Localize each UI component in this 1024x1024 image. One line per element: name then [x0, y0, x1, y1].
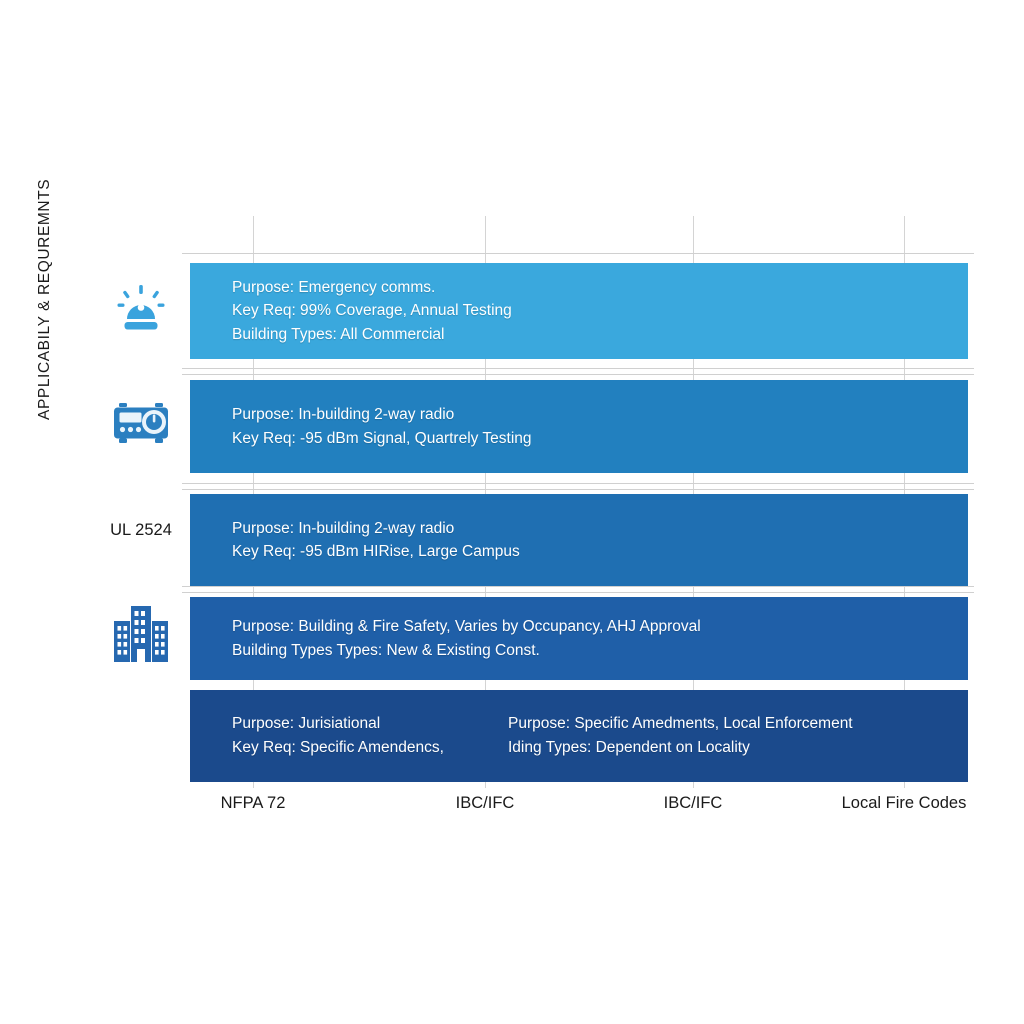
horizontal-gridline	[182, 368, 974, 369]
bar-text-line: Purpose: Specific Amedments, Local Enfor…	[508, 715, 853, 732]
ul-2524-label: UL 2524	[110, 521, 172, 539]
bar-text-line: Key Req: Specific Amendencs,	[232, 738, 444, 756]
bar-text-line: Key Req: 99% Coverage, Annual Testing	[232, 302, 512, 320]
bar-row-2[interactable]: Purpose: In-building 2-way radio Key Req…	[190, 494, 968, 586]
siren-beacon-icon	[105, 273, 177, 345]
bar-row-1[interactable]: Purpose: In-building 2-way radio Key Req…	[190, 380, 968, 473]
bar-text-line: Purpose: In-building 2-way radio	[232, 519, 455, 537]
bar-text-line: Iding Types: Dependent on Locality	[508, 738, 750, 756]
bar-text-line: Building Types: All Commercial	[232, 325, 445, 343]
xtick-label-2: IBC/IFC	[663, 794, 723, 812]
bar-text-line: Purpose: Jurisiational	[232, 715, 381, 732]
bar-text-layer-b: Purpose: Specific Amedments, Local Enfor…	[508, 712, 853, 759]
bar-row-0[interactable]: Purpose: Emergency comms. Key Req: 99% C…	[190, 263, 968, 359]
xtick-label-0: NFPA 72	[220, 794, 286, 812]
horizontal-gridline	[182, 489, 974, 490]
plot-area: Purpose: Emergency comms. Key Req: 99% C…	[182, 216, 974, 812]
horizontal-gridline	[182, 592, 974, 593]
bar-text-line: Purpose: Emergency comms.	[232, 278, 436, 296]
horizontal-gridline	[182, 483, 974, 484]
bar-text-line: Purpose: In-building 2-way radio	[232, 406, 455, 423]
xtick-label-1: IBC/IFC	[455, 794, 515, 812]
xtick-label-3: Local Fire Codes	[841, 794, 967, 812]
bar-text-line: Key Req: -95 dBm HIRise, Large Campus	[232, 543, 520, 560]
horizontal-gridline	[182, 374, 974, 375]
bar-text-layer-a: Purpose: Jurisiational Key Req: Specific…	[232, 712, 444, 759]
bar-text-line: Building Types Types: New & Existing Con…	[232, 641, 540, 659]
horizontal-gridline	[182, 586, 974, 587]
bar-text-line: Key Req: -95 dBm Signal, Quartrely Testi…	[232, 429, 532, 447]
two-way-radio-icon	[105, 390, 177, 462]
y-axis-title: APPLICABILY & REQUREMNTS	[36, 178, 53, 420]
bar-row-4[interactable]: Purpose: Jurisiational Key Req: Specific…	[190, 690, 968, 782]
bar-text-line: Purpose: Building & Fire Safety, Varies …	[232, 618, 701, 635]
horizontal-gridline	[182, 253, 974, 254]
bar-row-3[interactable]: Purpose: Building & Fire Safety, Varies …	[190, 597, 968, 680]
office-building-icon	[105, 598, 177, 670]
